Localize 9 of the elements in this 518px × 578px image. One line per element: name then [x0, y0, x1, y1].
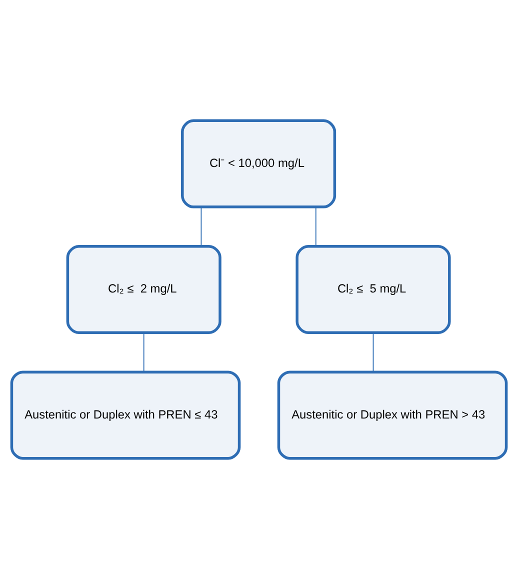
connector [143, 332, 144, 372]
node-box: Austenitic or Duplex with PREN > 43 [277, 370, 508, 460]
connector [372, 332, 374, 372]
node-box: Cl⁻ < 10,000 mg/L [181, 118, 336, 208]
node-box: Cl₂ ≤ 2 mg/L [66, 244, 222, 334]
node-box: Cl₂ ≤ 5 mg/L [296, 244, 451, 334]
connector [315, 206, 316, 246]
connector [200, 206, 202, 246]
node-box: Austenitic or Duplex with PREN ≤ 43 [10, 370, 241, 460]
